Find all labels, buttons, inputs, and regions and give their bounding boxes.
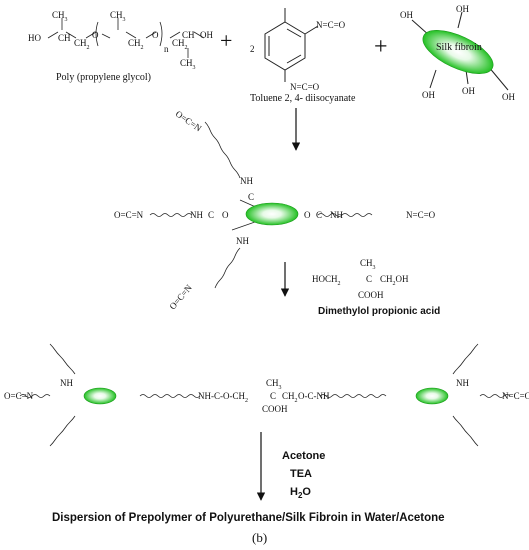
pre-cooh: COOH — [262, 404, 288, 414]
intermediate-structure — [149, 121, 373, 289]
dmpa-label: Dimethylol propionic acid — [318, 306, 441, 317]
int-c-top: C — [248, 192, 255, 202]
pre-ch2: CH2 — [282, 391, 298, 404]
tdi-label: Toluene 2, 4- diisocyanate — [250, 93, 356, 104]
silk-oh-1: OH — [400, 10, 413, 20]
ppg-ch2-c: CH2 — [172, 38, 188, 51]
int-nh-right: NH — [330, 210, 343, 220]
silk-oh-2: OH — [456, 4, 469, 14]
ppg-label: Poly (propylene glycol) — [56, 72, 151, 83]
dmpa-c: C — [366, 274, 373, 284]
plus-sign-1: + — [220, 28, 233, 53]
int-o-right: O — [304, 210, 311, 220]
tdi-nco-top: N=C=O — [316, 20, 346, 30]
condition-tea: TEA — [290, 468, 312, 480]
ppg-o-a: O — [92, 30, 99, 40]
pre-c: C — [270, 391, 277, 401]
silk-fibroin-core-intermediate — [245, 202, 299, 226]
panel-label: (b) — [252, 530, 268, 545]
dmpa-ch3: CH3 — [360, 258, 376, 271]
int-o-left: O — [222, 210, 229, 220]
condition-water: H2O — [290, 486, 311, 501]
ppg-ch3-a: CH3 — [52, 10, 68, 23]
int-nco-left: O=C=N — [114, 210, 144, 220]
tdi-structure — [264, 8, 319, 82]
ppg-ch3-b: CH3 — [110, 10, 126, 23]
tdi-coefficient: 2 — [250, 44, 255, 54]
pre-ch3: CH3 — [266, 378, 282, 391]
int-nco-right: N=C=O — [406, 210, 436, 220]
int-nh-left: NH — [190, 210, 203, 220]
silk-oh-5: OH — [502, 92, 515, 102]
ppg-ch2-b: CH2 — [128, 38, 144, 51]
ppg-o-b: O — [152, 30, 159, 40]
pre-o-c-nh: O-C-NH — [298, 391, 330, 401]
pre-nh-left: NH — [60, 378, 73, 388]
pre-nco-left: O=C=N — [4, 391, 34, 401]
result-caption: Dispersion of Prepolymer of Polyurethane… — [52, 512, 445, 524]
ppg-ch2-a: CH2 — [74, 38, 90, 51]
dmpa-cooh: COOH — [358, 290, 384, 300]
silk-oh-4: OH — [462, 86, 475, 96]
ppg-ch3-c: CH3 — [180, 58, 196, 71]
ppg-ch-a: CH — [58, 33, 71, 43]
int-c-left: C — [208, 210, 215, 220]
silk-fibroin-core-left — [83, 387, 117, 405]
ppg-structure — [47, 18, 205, 58]
silk-fibroin-reactant — [411, 11, 509, 91]
dmpa-hoch2: HOCH2 — [312, 274, 341, 287]
int-nh-top: NH — [240, 176, 253, 186]
pre-center: NH-C-O-CH2 — [198, 391, 248, 404]
silk-oh-3: OH — [422, 90, 435, 100]
ppg-n: n — [164, 44, 169, 54]
ppg-ho: HO — [28, 33, 41, 43]
silk-fibroin-label: Silk fibroin — [436, 42, 482, 53]
condition-acetone: Acetone — [282, 450, 326, 462]
ppg-ch-b: CH — [182, 30, 195, 40]
prepolymer-structure — [19, 343, 511, 447]
pre-nco-right: N=C=O — [502, 391, 529, 401]
ppg-oh: OH — [200, 30, 213, 40]
plus-sign-2: + — [374, 34, 388, 60]
int-c-right: C — [316, 210, 323, 220]
pre-nh-right: NH — [456, 378, 469, 388]
tdi-nco-bottom: N=C=O — [290, 82, 320, 92]
silk-fibroin-core-right — [415, 387, 449, 405]
int-nh-bottom: NH — [236, 236, 249, 246]
dmpa-ch2oh: CH2OH — [380, 274, 409, 287]
